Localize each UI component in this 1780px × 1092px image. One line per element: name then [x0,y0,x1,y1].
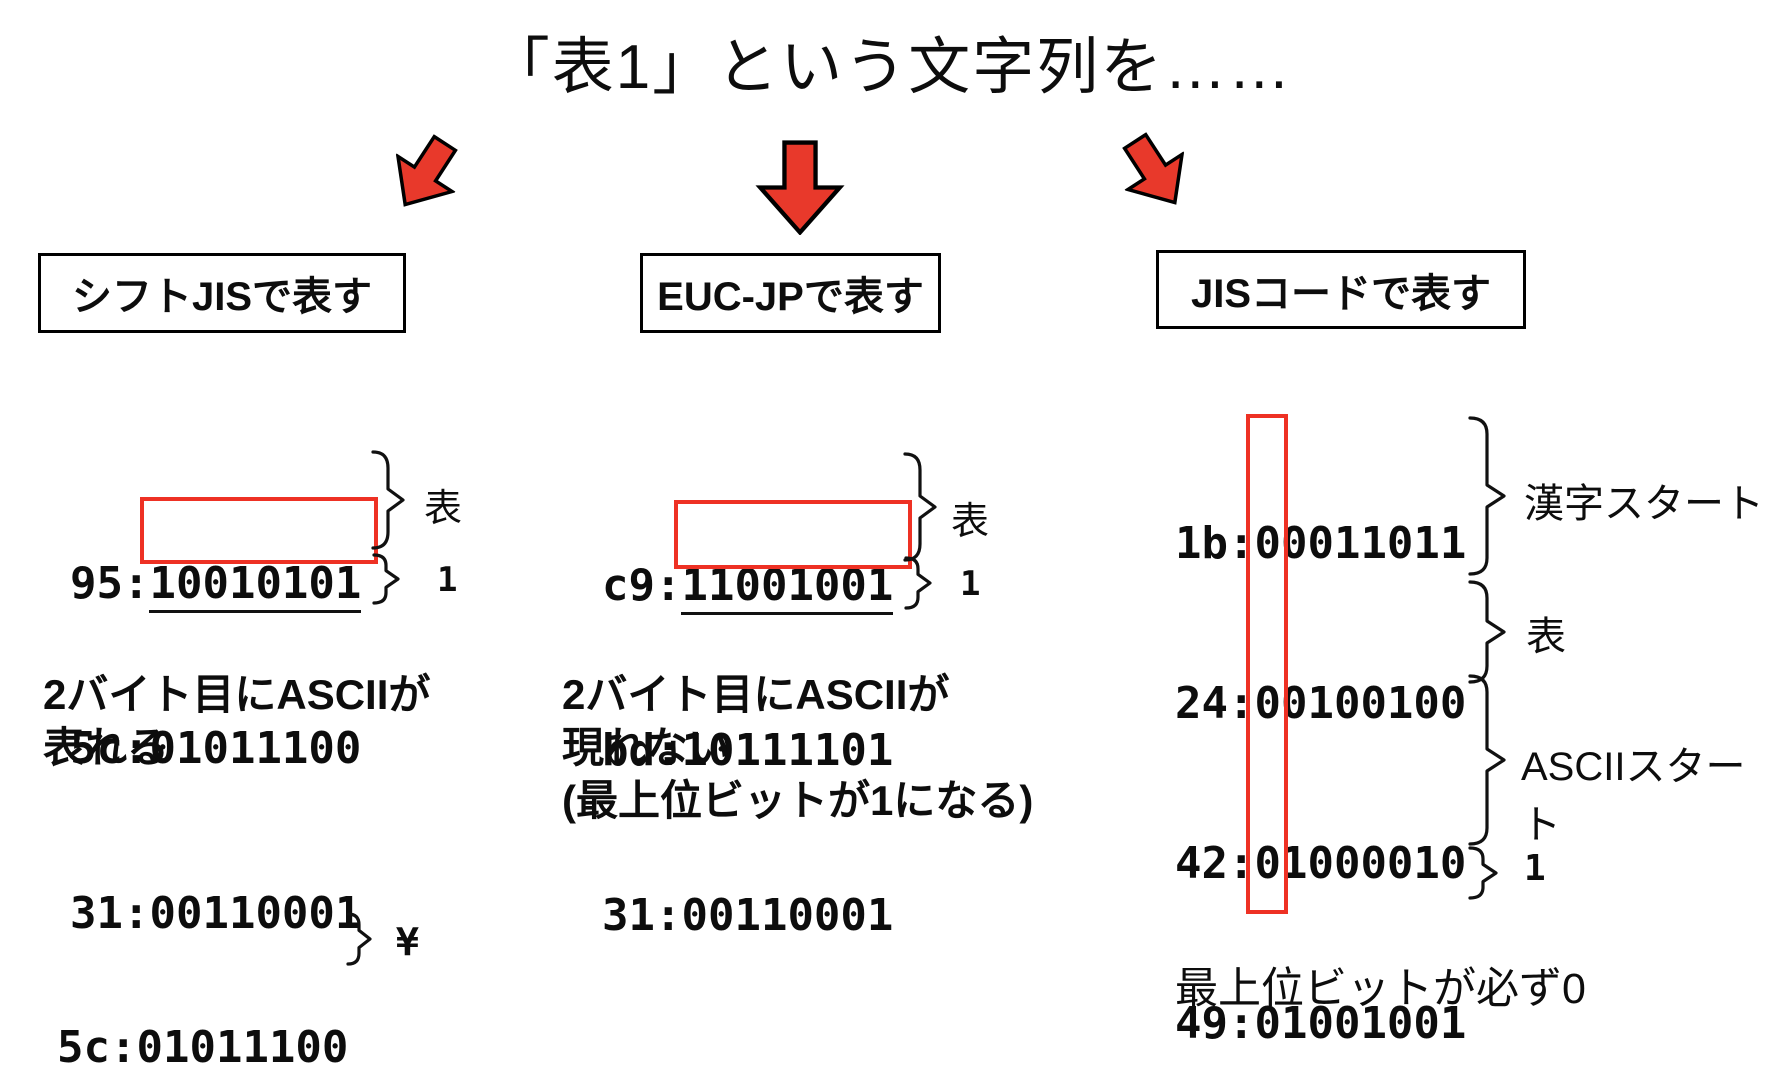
red-arrow-down-right-icon [1102,116,1209,228]
group-label: 1 [437,560,458,600]
euc-jp-byte-list: c9:11001001 bd:10111101 31:00110001 [602,448,894,1053]
byte-row: 49:01001001 [1175,998,1467,1050]
header-box-jis-code: JISコードで表す [1156,250,1526,329]
shift-jis-byte-list: 95:10010101 5c:01011100 31:00110001 [70,446,362,1051]
header-box-shift-jis: シフトJISで表す [38,253,406,333]
brace-jis-digit [1468,846,1498,900]
group-label: 表 [951,501,990,543]
jis-code-note: 最上位ビットが必ず0 [1175,965,1586,1013]
header-box-euc-jp: EUC-JPで表す [640,253,941,333]
header-label-jis-code: JISコードで表す [1190,271,1492,316]
brace-shift-jis-digit [372,553,400,605]
group-label: 1 [1524,848,1546,889]
group-label-yen: ¥ [396,920,419,964]
highlight-box-euc-jp-second-byte [674,500,912,569]
group-label: 表 [1526,615,1566,659]
brace-euc-jp-digit [904,556,932,610]
byte-row: 95:10010101 [70,556,362,613]
byte-row: 5c:01011100 [57,1022,349,1073]
brace-shift-jis-kanji [371,450,405,550]
byte-row: 5c:01011100 [70,723,362,774]
jis-code-byte-list: 1b:00011011 24:00100100 42:01000010 49:0… [1175,410,1466,1092]
red-arrow-down-left-icon [372,118,479,230]
header-label-euc-jp: EUC-JPで表す [657,275,924,319]
byte-row: 1b:00011011 [1175,517,1467,569]
group-label: 漢字スタート [1524,482,1764,526]
euc-jp-note: 2バイト目にASCIIが 現れない (最上位ビットが1になる) [562,671,1034,824]
brace-jis-ascii-start [1468,674,1506,846]
shift-jis-note: 2バイト目にASCIIが 表れる [43,671,431,771]
group-label: 表 [424,488,463,530]
highlight-box-jis-top-bit-column [1246,414,1288,914]
brace-jis-kanji [1468,580,1506,684]
group-label: ASCIIスタート [1521,745,1746,847]
page-title: 「表1」という文字列を…… [487,33,1293,102]
byte-row: 42:01000010 [1175,838,1467,890]
group-label: 1 [960,564,981,604]
brace-euc-jp-kanji [903,452,937,562]
red-arrow-down-icon [754,140,846,235]
byte-row: 31:00110001 [602,890,894,941]
byte-row: 31:00110001 [70,888,362,939]
header-label-shift-jis: シフトJISで表す [71,275,373,319]
brace-jis-kanji-start [1468,416,1506,576]
brace-yen [346,912,372,966]
shift-jis-yen-row: 5c:01011100 [57,910,348,1092]
highlight-box-shift-jis-second-byte [140,497,378,564]
byte-row: bd:10111101 [602,725,894,776]
byte-row: 24:00100100 [1175,678,1467,730]
